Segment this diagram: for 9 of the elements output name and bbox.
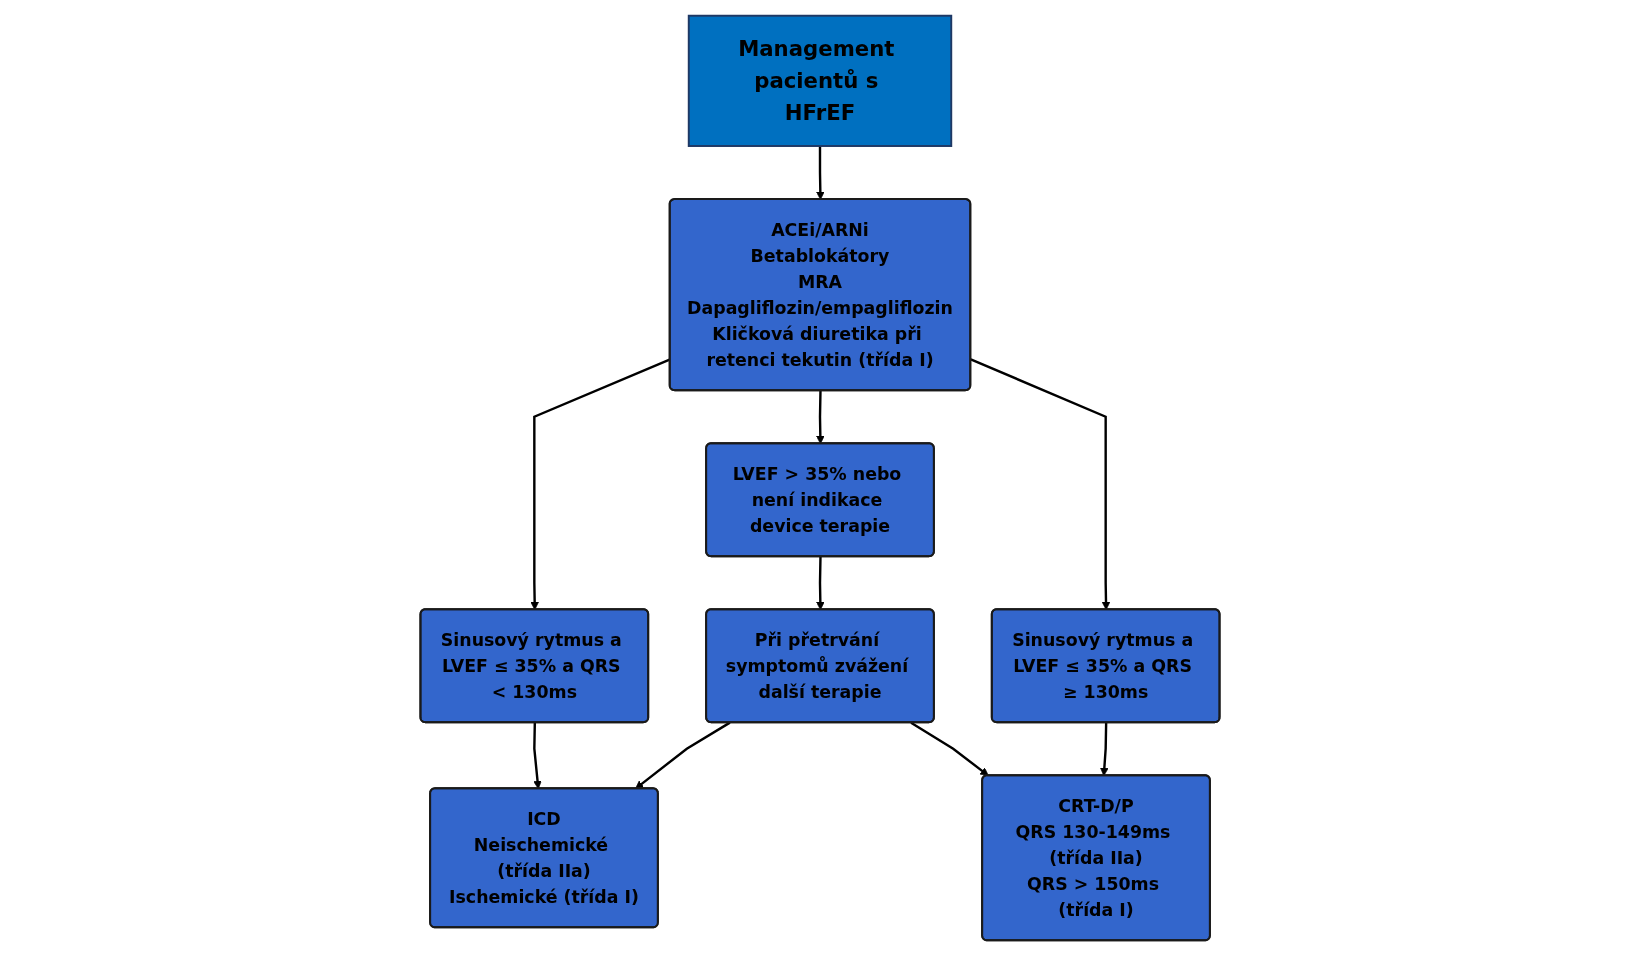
arrow [816,146,825,200]
node-box: Management pacientů s HFrEF [687,14,953,147]
arrow [816,556,825,611]
arrow [1100,722,1109,777]
arrow [910,721,989,777]
arrow [635,721,731,790]
arrow [816,390,825,445]
arrow [970,358,1111,611]
arrow [533,722,542,790]
